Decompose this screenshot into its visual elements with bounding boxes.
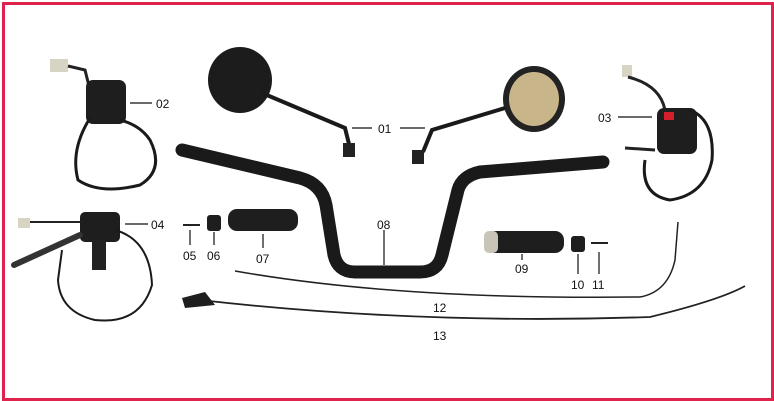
- label-13: 13: [433, 329, 447, 343]
- label-04: 04: [151, 218, 165, 232]
- label-03: 03: [598, 111, 612, 125]
- clutch-lever-assembly: [11, 212, 154, 322]
- label-11: 11: [592, 278, 605, 292]
- label-02: 02: [156, 97, 170, 111]
- right-switch-assembly: [622, 65, 714, 202]
- grip-right: [484, 231, 564, 253]
- clutch-cable: [199, 285, 746, 320]
- left-switch-assembly: [50, 59, 158, 191]
- left-mirror: [208, 47, 355, 157]
- leader-lines: [125, 102, 652, 274]
- grip-left: [228, 209, 298, 231]
- label-01: 01: [378, 122, 392, 136]
- label-10: 10: [571, 278, 585, 292]
- label-07: 07: [256, 252, 270, 266]
- bar-end-left: [207, 215, 221, 231]
- label-09: 09: [515, 262, 529, 276]
- label-12: 12: [433, 301, 447, 315]
- throttle-cable: [234, 221, 679, 299]
- label-06: 06: [207, 249, 221, 263]
- right-mirror: [412, 66, 565, 164]
- label-08: 08: [377, 218, 391, 232]
- clutch-cable-end: [182, 292, 215, 308]
- handlebar: [175, 143, 610, 279]
- label-05: 05: [183, 249, 197, 263]
- bar-end-right: [571, 236, 585, 252]
